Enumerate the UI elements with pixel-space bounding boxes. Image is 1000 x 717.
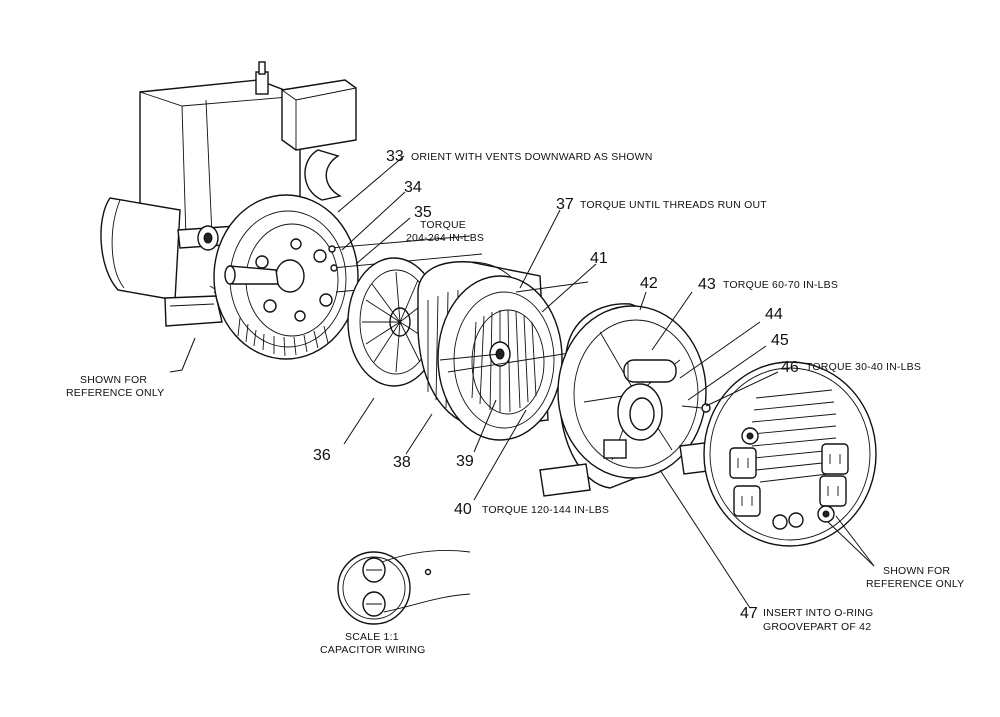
callout-36: 36 xyxy=(313,447,331,464)
part-42-end-bell xyxy=(539,303,717,497)
callout-40: 40 TORQUE 120-144 IN-LBS xyxy=(454,501,609,518)
capacitor-wiring-inset xyxy=(337,550,471,625)
leader-lines xyxy=(169,155,875,609)
reference-note-left: SHOWN FOR REFERENCE ONLY xyxy=(66,374,164,399)
callout-46: 46 TORQUE 30-40 IN-LBS xyxy=(781,359,921,376)
callout-47-note: INSERT INTO O-RING xyxy=(763,607,873,619)
reference-note-right: SHOWN FOR REFERENCE ONLY xyxy=(866,565,964,590)
callout-43: 43 TORQUE 60-70 IN-LBS xyxy=(698,276,838,293)
callout-35-number: 35 xyxy=(414,204,432,221)
capacitor-inset-caption: SCALE 1:1 CAPACITOR WIRING xyxy=(320,631,425,656)
callout-37-number: 37 xyxy=(556,196,574,213)
callout-46-note: TORQUE 30-40 IN-LBS xyxy=(806,361,921,373)
capacitor-wiring-label: CAPACITOR WIRING xyxy=(320,644,425,656)
reference-left-line1: SHOWN FOR xyxy=(80,374,147,386)
part-36-cooling-fan xyxy=(347,257,441,387)
callout-43-note: TORQUE 60-70 IN-LBS xyxy=(723,279,838,291)
callout-40-number: 40 xyxy=(454,501,472,518)
callout-33-note: ORIENT WITH VENTS DOWNWARD AS SHOWN xyxy=(411,151,653,163)
callout-39: 39 xyxy=(456,453,474,470)
callout-46-number: 46 xyxy=(781,359,799,376)
callout-42-number: 42 xyxy=(640,275,658,292)
reference-right-line2: REFERENCE ONLY xyxy=(866,578,964,590)
callout-45-number: 45 xyxy=(771,332,789,349)
capacitor-scale-label: SCALE 1:1 xyxy=(345,631,399,643)
callout-45: 45 xyxy=(771,332,789,349)
callout-33: 33 ORIENT WITH VENTS DOWNWARD AS SHOWN xyxy=(386,148,653,165)
callout-44-number: 44 xyxy=(765,306,783,323)
callout-47-number: 47 xyxy=(740,605,758,622)
callout-37: 37 TORQUE UNTIL THREADS RUN OUT xyxy=(556,196,767,213)
callout-39-number: 39 xyxy=(456,453,474,470)
callout-34-number: 34 xyxy=(404,179,422,196)
callout-36-number: 36 xyxy=(313,447,331,464)
control-panel xyxy=(703,361,877,547)
callout-47-note-2: GROOVEPART OF 42 xyxy=(763,621,871,633)
callout-42: 42 xyxy=(640,275,658,292)
callout-33-number: 33 xyxy=(386,148,404,165)
callout-35-note-2: 204-264 IN-LBS xyxy=(406,232,484,244)
reference-right-line1: SHOWN FOR xyxy=(883,565,950,577)
part-33-engine-adapter xyxy=(213,194,359,360)
callout-43-number: 43 xyxy=(698,276,716,293)
callout-37-note: TORQUE UNTIL THREADS RUN OUT xyxy=(580,199,767,211)
callout-35-note: TORQUE xyxy=(420,219,466,231)
callout-38-number: 38 xyxy=(393,454,411,471)
reference-left-line2: REFERENCE ONLY xyxy=(66,387,164,399)
callout-47: 47 INSERT INTO O-RING GROOVEPART OF 42 xyxy=(740,605,873,633)
engine-block xyxy=(100,61,357,327)
callout-44: 44 xyxy=(765,306,783,323)
callout-35: 35 TORQUE 204-264 IN-LBS xyxy=(406,204,484,244)
callout-41: 41 xyxy=(590,250,608,267)
callout-40-note: TORQUE 120-144 IN-LBS xyxy=(482,504,609,516)
part-41-rotor xyxy=(437,275,563,441)
callout-34: 34 xyxy=(404,179,422,196)
callout-38: 38 xyxy=(393,454,411,471)
callout-41-number: 41 xyxy=(590,250,608,267)
